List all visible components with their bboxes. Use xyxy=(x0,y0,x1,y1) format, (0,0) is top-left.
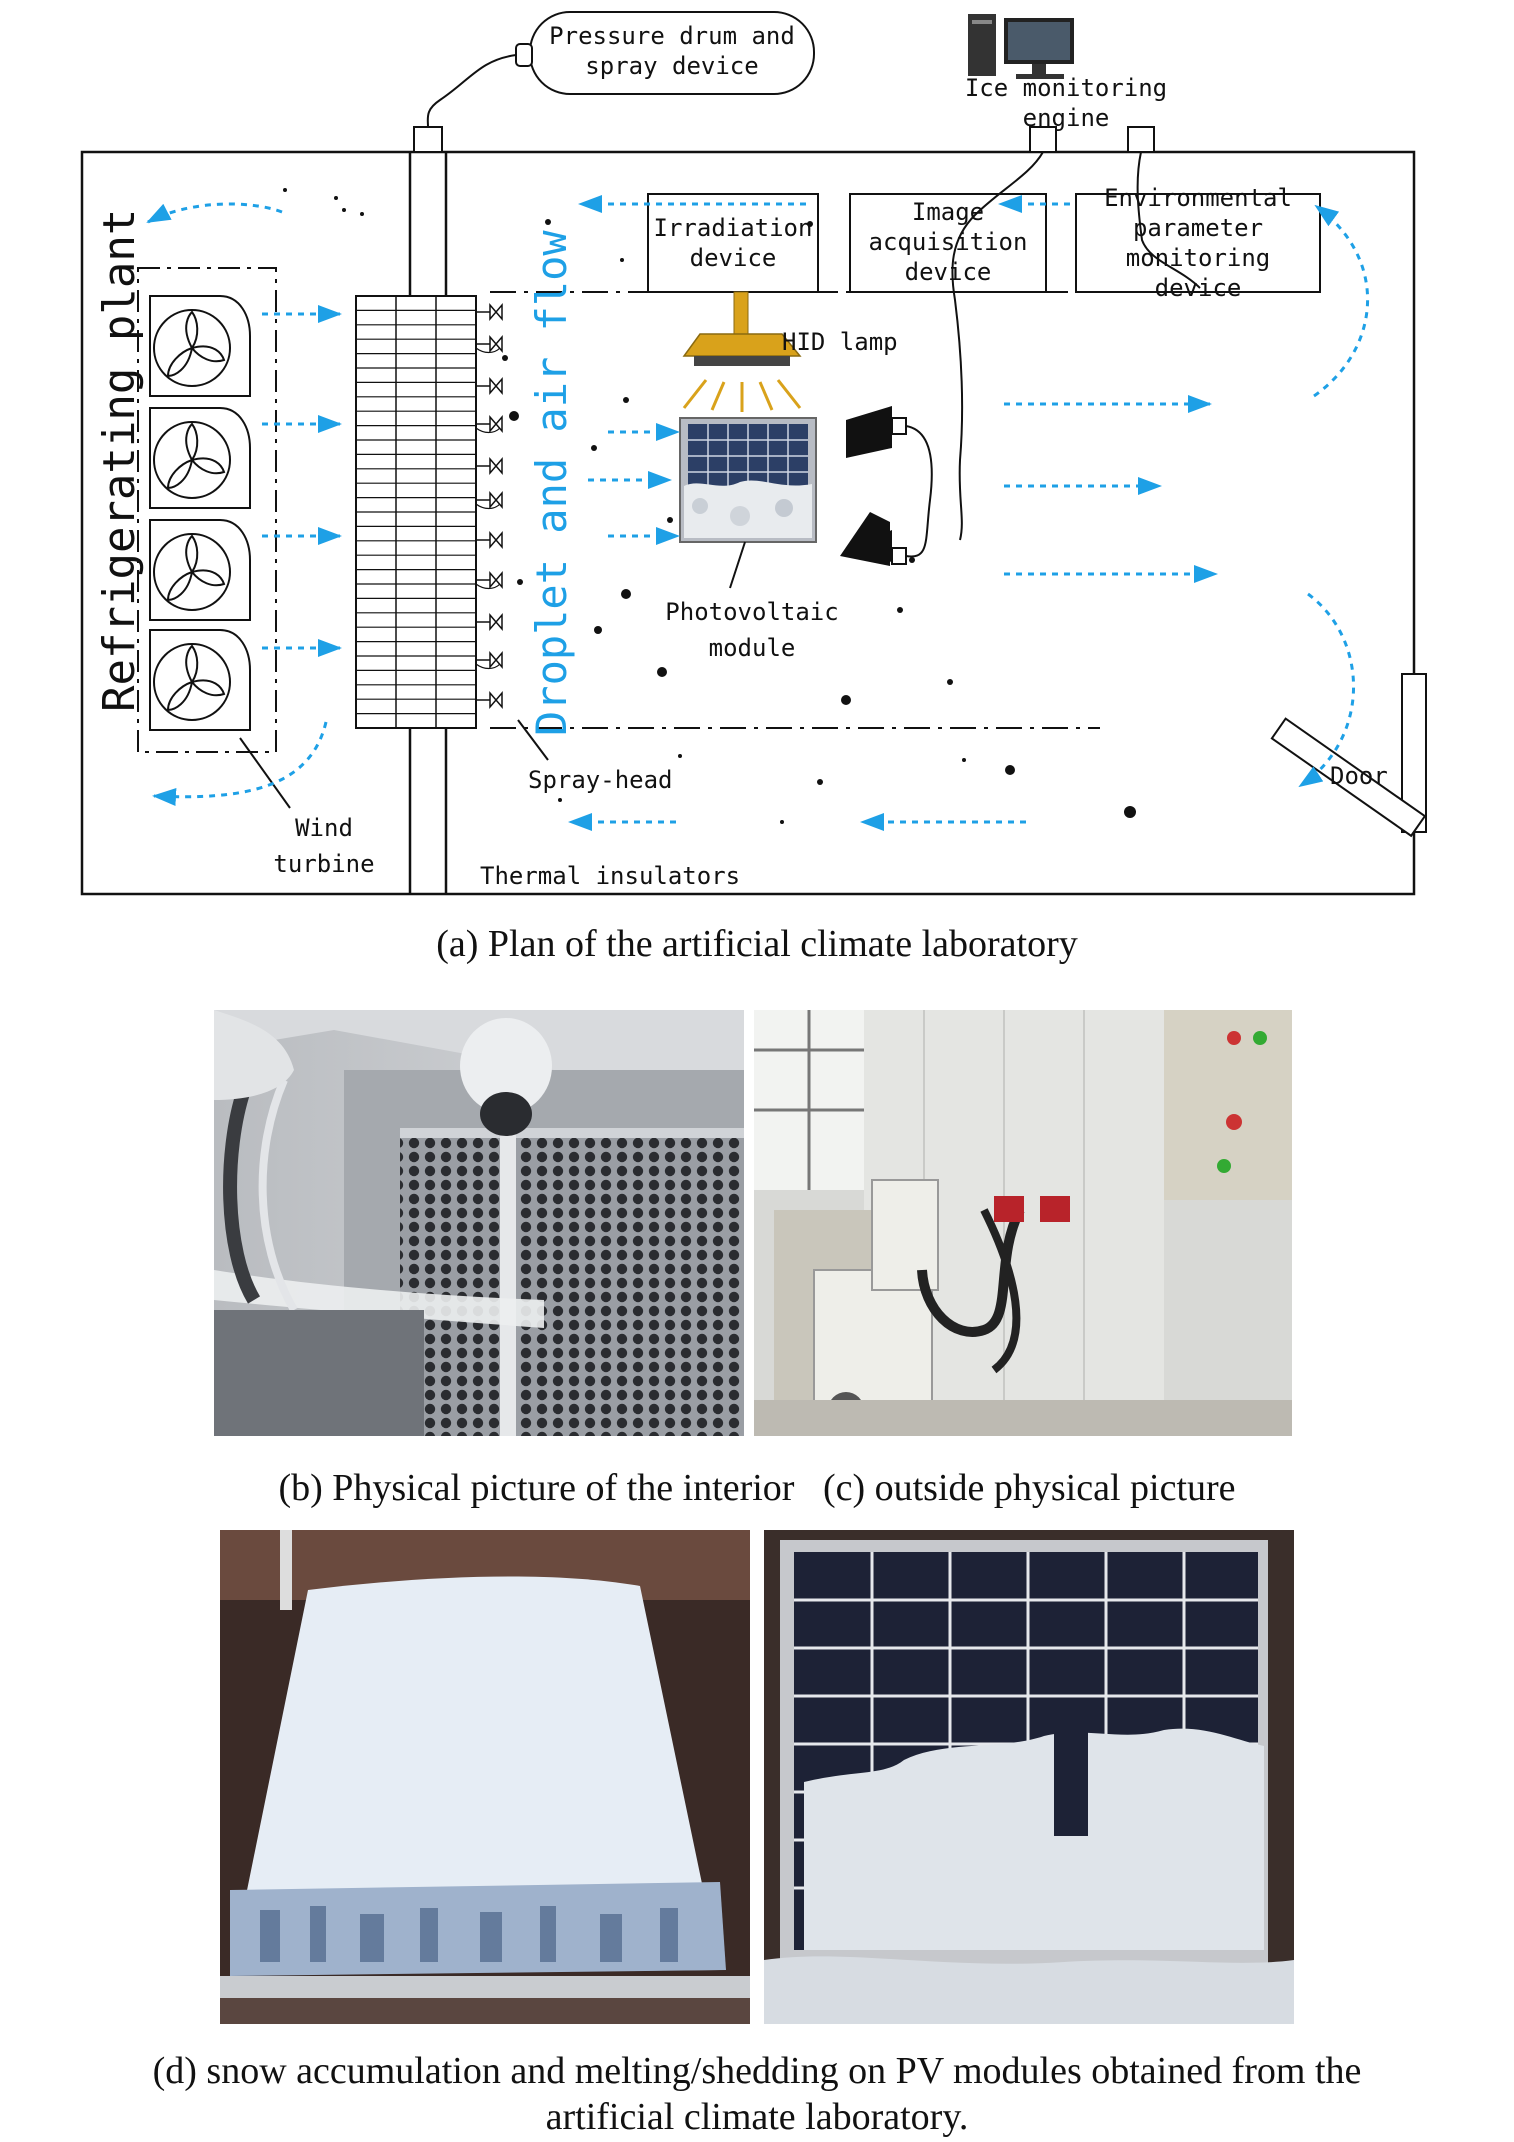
fan-icon xyxy=(149,519,251,621)
fan-icon xyxy=(149,295,251,397)
caption-d: (d) snow accumulation and melting/sheddi… xyxy=(0,2048,1514,2140)
room-outline xyxy=(80,150,1416,896)
snow-accumulation-photo xyxy=(220,1530,750,2024)
wind-turbine-label-1: Wind xyxy=(295,814,353,842)
droplet-air-flow-label: Droplet and air flow xyxy=(527,230,576,736)
pv-module-image xyxy=(679,417,817,543)
spray-nozzle-icon xyxy=(476,376,503,396)
svg-text:parameter: parameter xyxy=(1133,214,1263,242)
pv-module-label-1: Photovoltaic xyxy=(665,598,838,626)
hid-lamp-icon xyxy=(682,291,802,412)
spray-nozzle-icon xyxy=(476,530,503,550)
spray-head-label: Spray-head xyxy=(528,766,673,794)
refrigerating-plant-box xyxy=(137,267,277,753)
spray-nozzle-icon xyxy=(476,612,503,632)
ice-monitoring-label-1: Ice monitoring xyxy=(965,74,1167,102)
caption-d-line-1: (d) snow accumulation and melting/sheddi… xyxy=(152,2050,1362,2092)
lab-plan-diagram: Pressure drum and spray device Ice monit… xyxy=(80,11,1427,896)
svg-text:Irradiation: Irradiation xyxy=(654,214,813,242)
svg-text:monitoring: monitoring xyxy=(1126,244,1271,272)
svg-text:device: device xyxy=(1155,274,1242,302)
caption-bc: (b) Physical picture of the interior (c)… xyxy=(0,1466,1514,1510)
spray-nozzle-icon xyxy=(476,690,503,710)
spray-nozzle-icon xyxy=(475,490,503,510)
svg-text:Image: Image xyxy=(912,198,984,226)
pressure-drum-label-1: Pressure drum and xyxy=(549,22,795,50)
caption-a: (a) Plan of the artificial climate labor… xyxy=(436,923,1078,965)
environmental-monitoring-box xyxy=(1075,193,1321,293)
spray-nozzle-icon xyxy=(476,302,503,322)
spray-nozzle-icon xyxy=(475,414,503,434)
snow-shedding-photo xyxy=(764,1530,1294,2024)
pressure-drum-label-2: spray device xyxy=(585,52,758,80)
wind-turbine-label-2: turbine xyxy=(273,850,374,878)
door-label: Door xyxy=(1330,762,1388,790)
svg-text:Environmental: Environmental xyxy=(1104,184,1292,212)
refrigerating-plant-label: Refrigerating plant xyxy=(94,209,145,712)
svg-text:device: device xyxy=(905,258,992,286)
camera-icon xyxy=(840,512,907,566)
camera-icon xyxy=(846,406,907,458)
outside-photo xyxy=(754,1010,1292,1436)
svg-text:acquisition: acquisition xyxy=(869,228,1028,256)
hid-lamp-label: HID lamp xyxy=(782,328,898,356)
spray-nozzle-icon xyxy=(475,570,503,590)
caption-d-line-2: artificial climate laboratory. xyxy=(545,2096,969,2138)
spray-nozzle-icon xyxy=(476,456,503,476)
svg-text:device: device xyxy=(690,244,777,272)
spray-rack xyxy=(355,295,503,729)
computer-icon xyxy=(968,14,1074,79)
caption-b: (b) Physical picture of the interior xyxy=(278,1467,795,1509)
spray-nozzle-icon xyxy=(475,650,503,670)
pressure-drum: Pressure drum and spray device xyxy=(426,11,815,128)
droplet-dots xyxy=(283,188,1136,824)
air-flow-arrows xyxy=(146,195,1370,831)
irradiation-device-box xyxy=(647,193,819,293)
fan-icon xyxy=(149,407,251,509)
pv-module-label-2: module xyxy=(709,634,796,662)
interior-photo xyxy=(214,1010,744,1436)
thermal-insulators-label: Thermal insulators xyxy=(480,862,740,890)
fan-icon xyxy=(149,629,251,731)
spray-nozzle-icon xyxy=(475,334,503,354)
caption-c: (c) outside physical picture xyxy=(822,1467,1236,1509)
